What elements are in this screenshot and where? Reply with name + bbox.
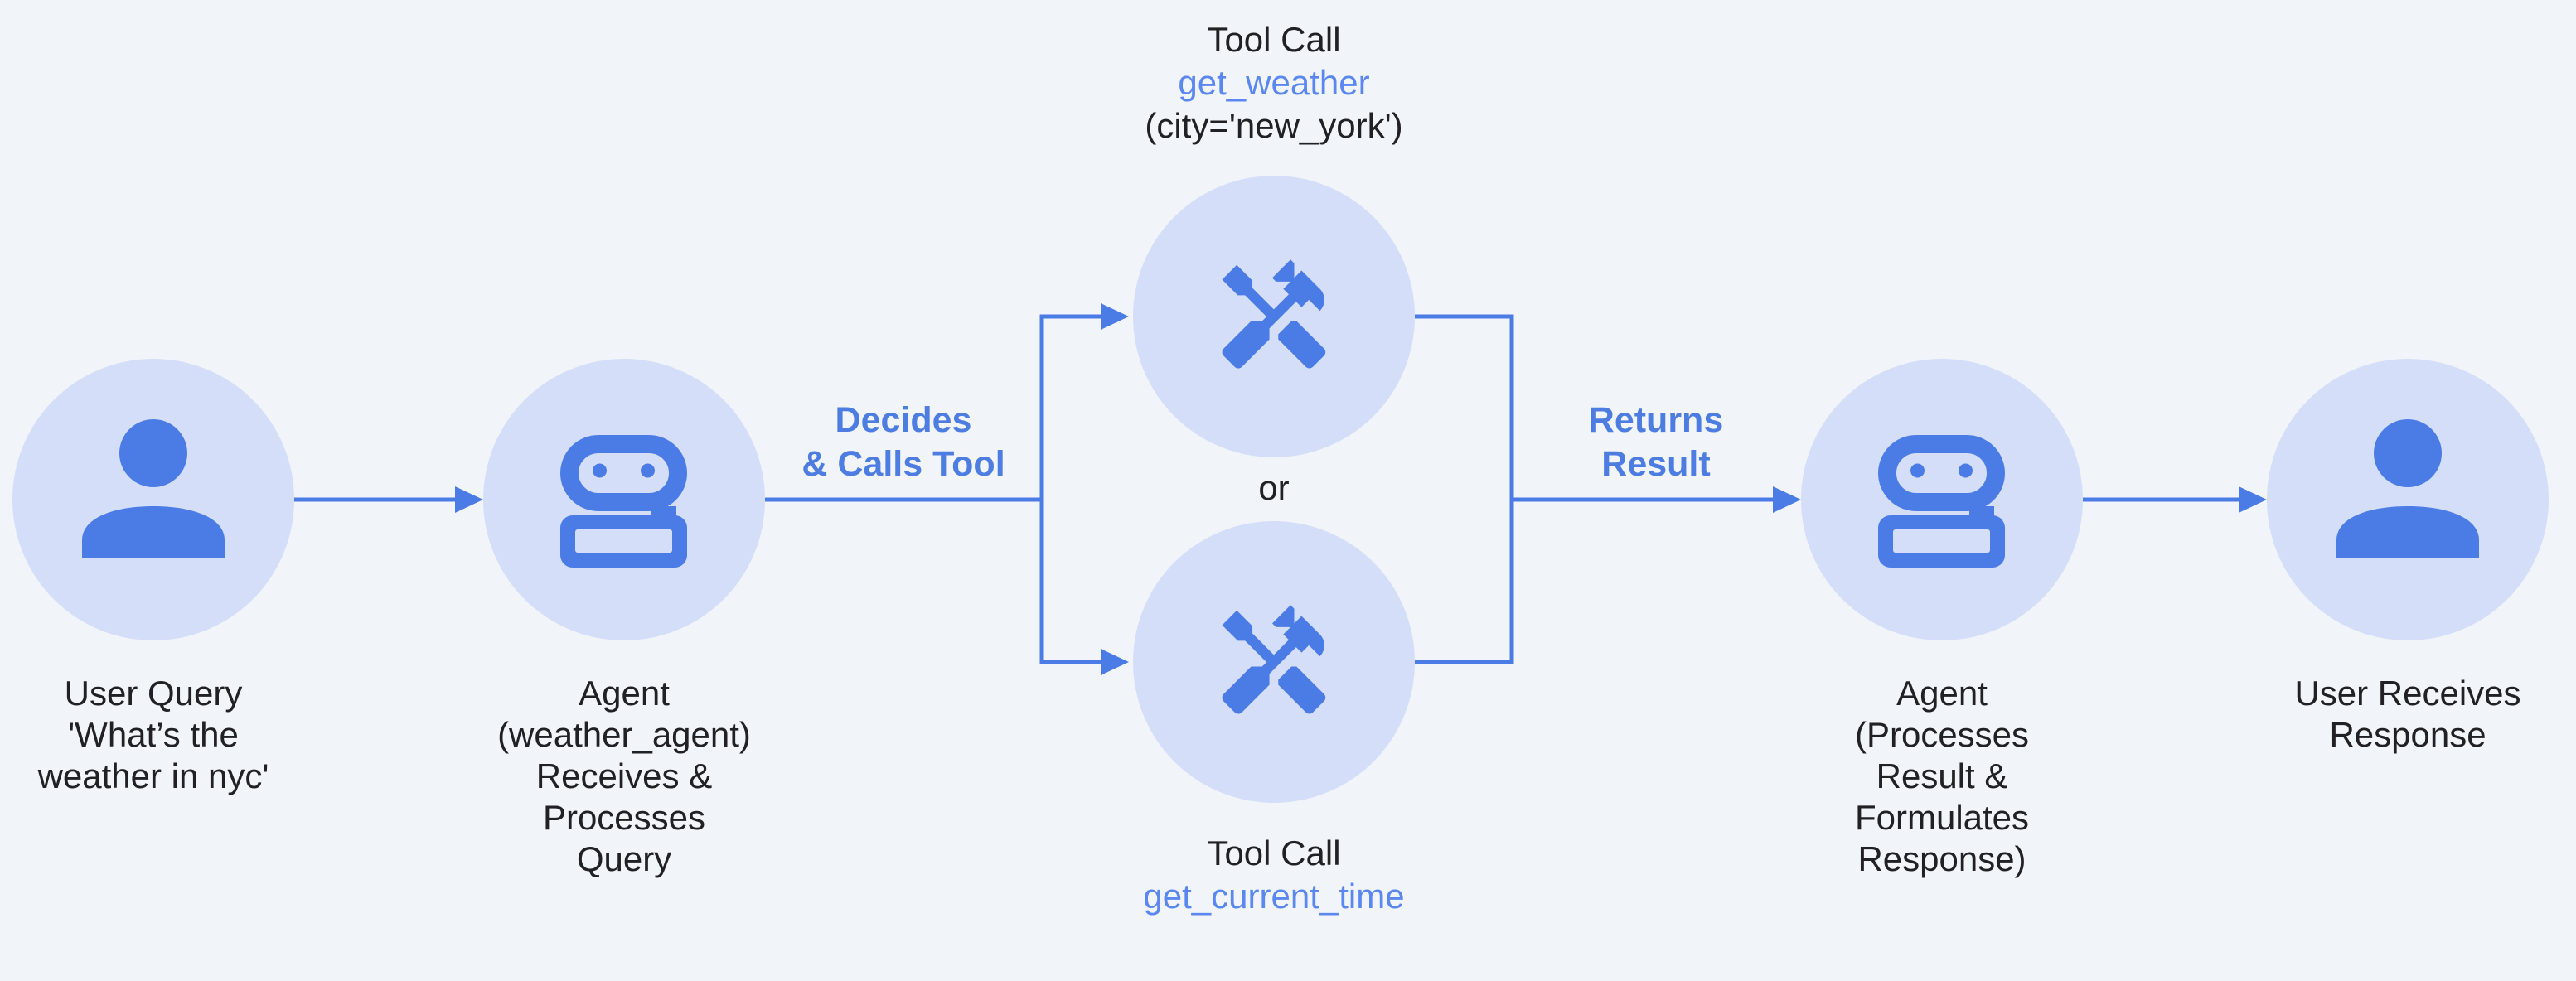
label-line: Result & [1876,756,2008,795]
tool-call-title: Tool Call [1207,834,1341,872]
arrow-merge-to-agent-head [1773,486,1801,513]
node-tool-get-current-time [1133,521,1415,803]
edge-label-line: Decides [835,400,972,440]
label-line: Formulates [1854,798,2030,837]
label-tool-get-current-time: Tool Call get_current_time [1025,832,1523,918]
edge-label-decides-calls-tool: Decides & Calls Tool [655,399,1152,486]
arrow-agent-to-user-head [2239,486,2267,513]
edge-label-line: Result [1601,444,1711,484]
arrow-user-to-agent-head [455,486,483,513]
label-agent-receives: Agent (weather_agent) Receives & Process… [375,673,873,880]
label-line: Agent [579,674,670,713]
label-line: User Receives [2294,674,2521,713]
label-user-query: User Query 'What’s the weather in nyc' [0,673,402,797]
edge-label-returns-result: Returns Result [1407,399,1905,486]
label-line: (Processes [1854,715,2030,754]
label-line: 'What’s the [68,715,239,754]
label-line: weather in nyc' [37,756,269,795]
robot-icon [560,435,687,568]
label-line: Processes [542,798,706,837]
node-tool-get-weather [1133,176,1415,457]
function-args: (city='new_york') [1145,106,1403,145]
label-line: Query [576,839,672,878]
person-icon [82,419,225,558]
function-name: get_weather [1178,63,1370,102]
label-line: User Query [64,674,243,713]
label-line: Receives & [535,756,713,795]
arrow-split-to-tool-bottom-head [1101,649,1129,675]
label-line: (weather_agent) [497,715,751,754]
node-user-query [12,359,294,640]
function-name: get_current_time [1143,877,1405,916]
label-user-response: User Receives Response [2159,673,2576,756]
label-line: Response [2329,715,2486,754]
tool-call-title: Tool Call [1207,20,1341,59]
edge-label-line: & Calls Tool [801,444,1005,484]
label-line: Response) [1857,839,2026,878]
handyman-icon [1222,259,1326,369]
label-tool-get-weather: Tool Call get_weather (city='new_york') [1025,18,1523,147]
label-line: Agent [1896,674,1988,713]
handyman-icon [1222,605,1326,714]
node-user-response [2267,359,2549,640]
edge-label-line: Returns [1588,400,1724,440]
label-agent-processes: Agent (Processes Result & Formulates Res… [1693,673,2191,880]
arrow-split-to-tool-top-head [1101,303,1129,330]
robot-icon [1878,435,2005,568]
or-label: or [1258,468,1290,507]
node-agent-processes [1801,359,2083,640]
node-agent-receives [483,359,765,640]
person-icon [2336,419,2479,558]
